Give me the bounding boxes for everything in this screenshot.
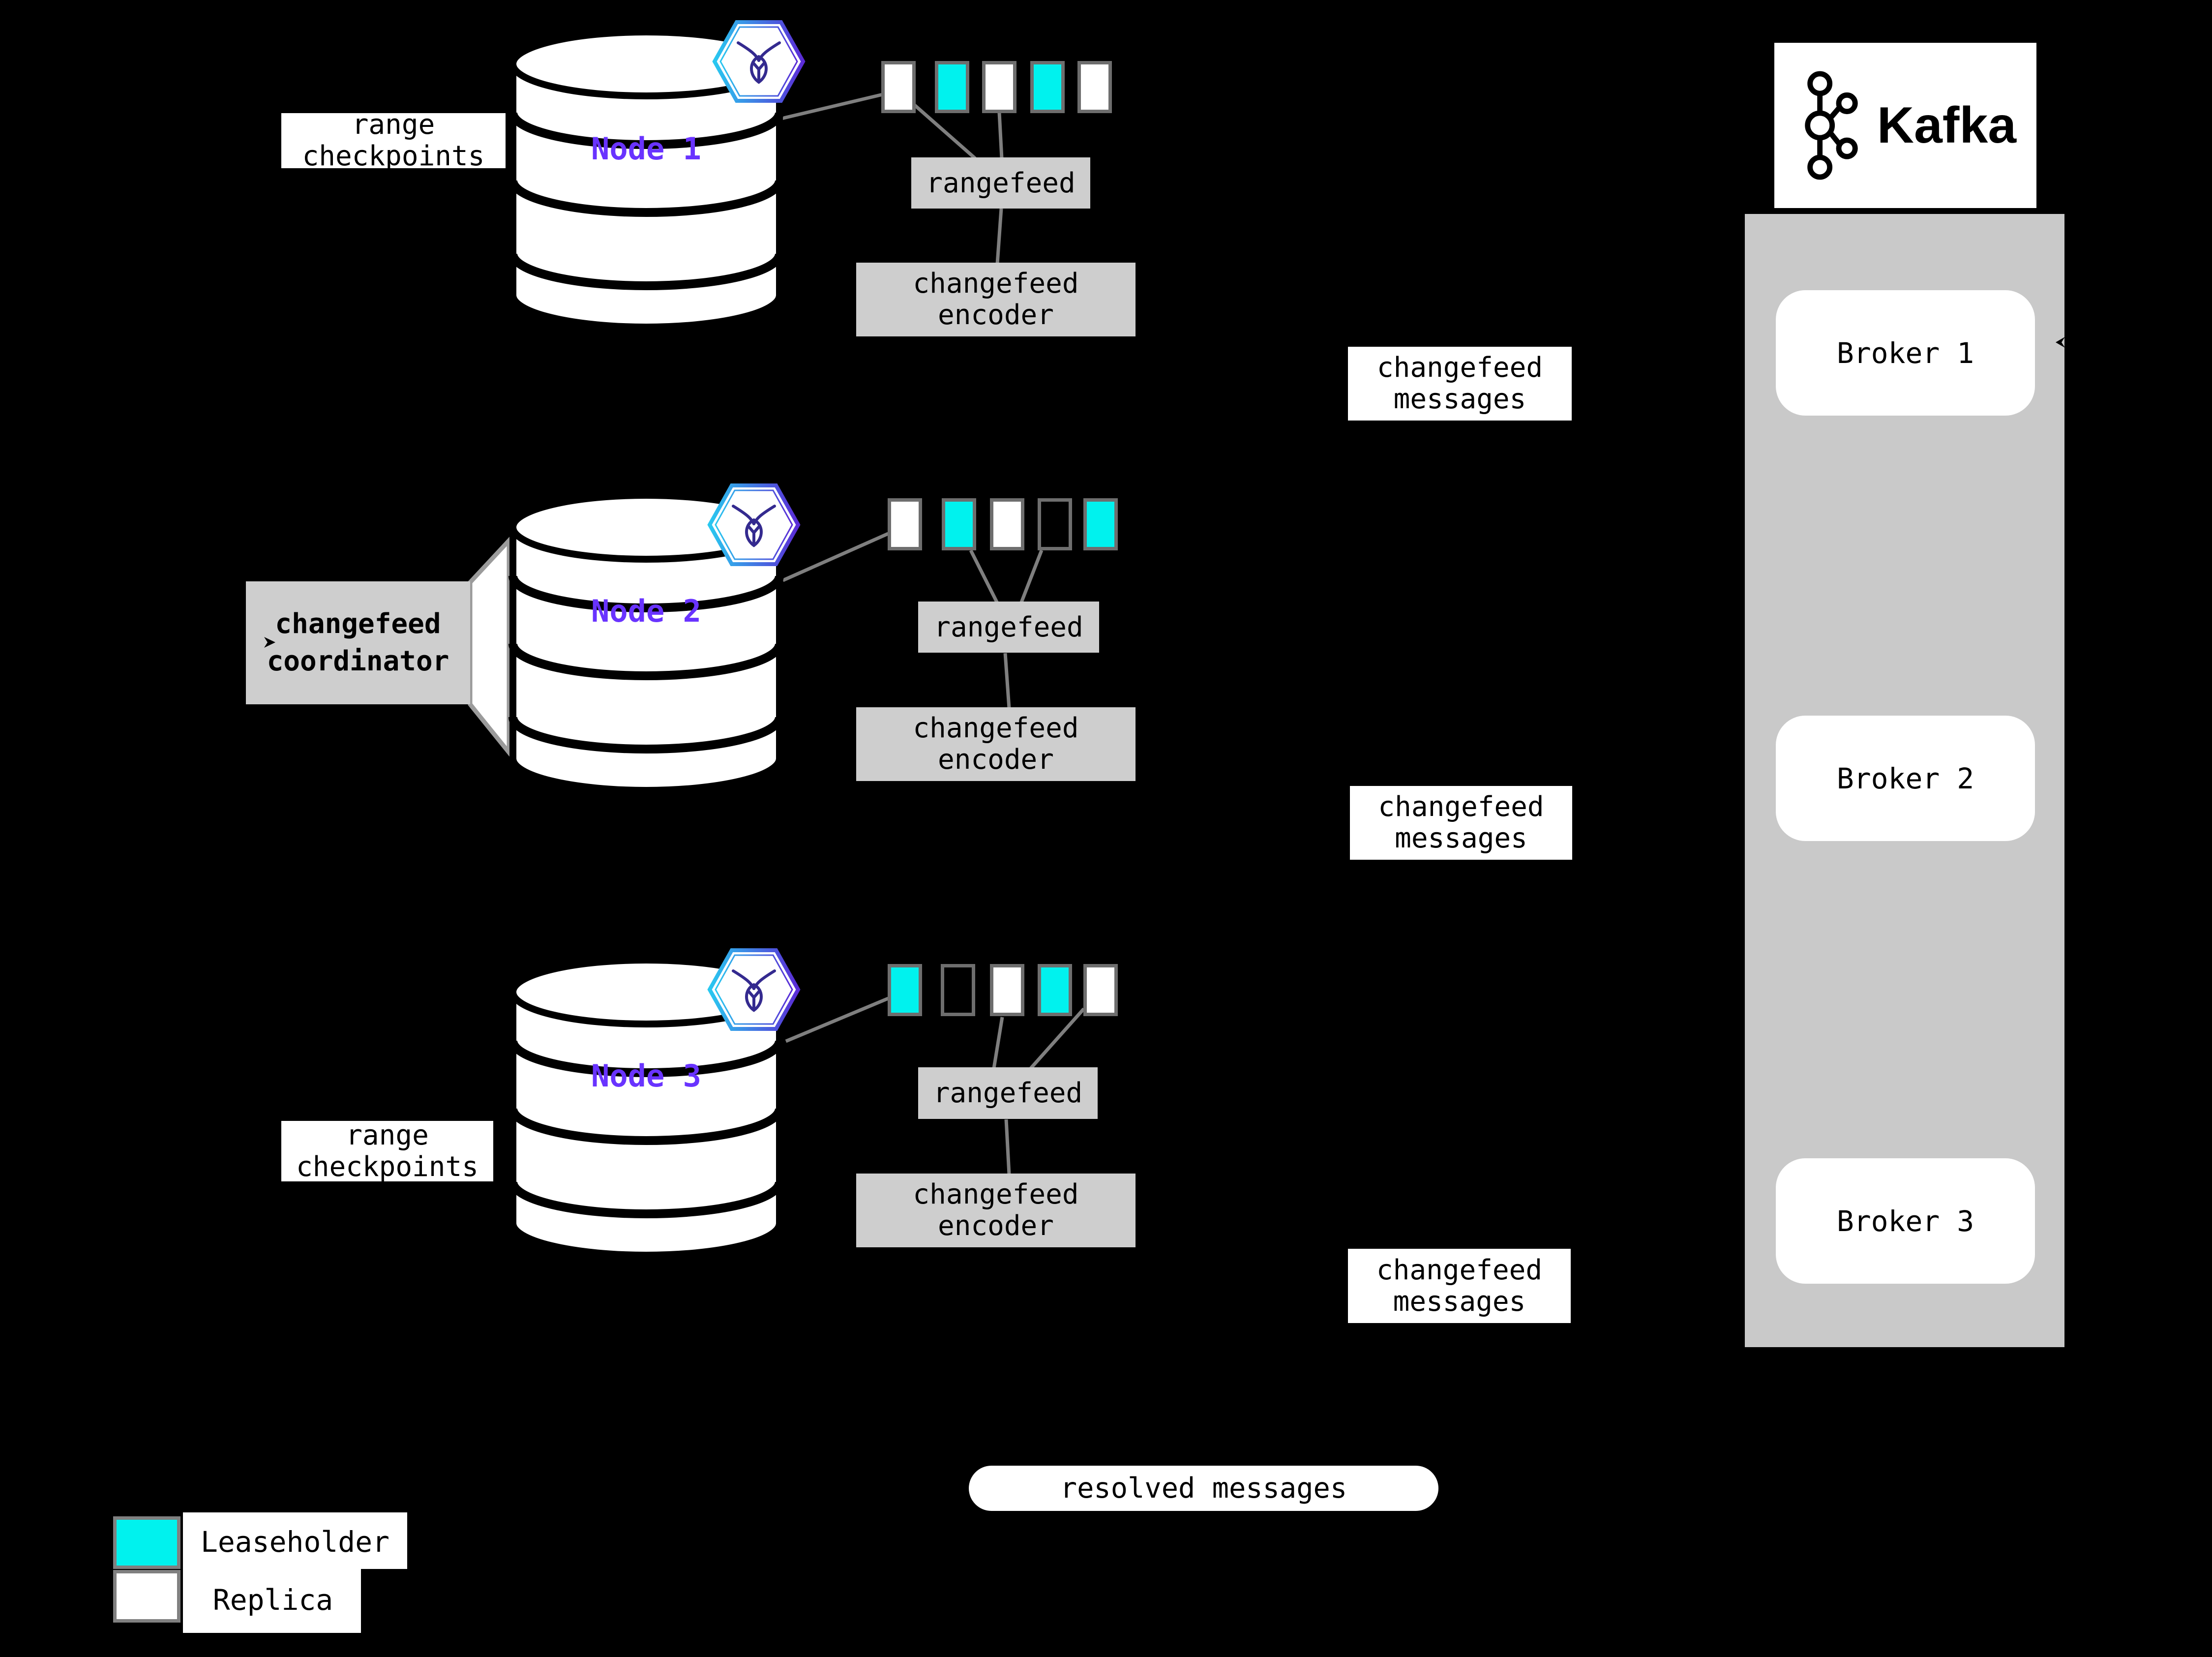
connector-line <box>779 92 883 121</box>
changefeed-messages-label-1: changefeed messages <box>1348 347 1572 421</box>
legend-replica-swatch <box>113 1570 180 1623</box>
cockroachdb-logo-icon <box>710 17 808 106</box>
range-square <box>990 964 1024 1016</box>
label-line: encoder <box>937 744 1054 776</box>
changefeed-coordinator-box: changefeed coordinator <box>246 581 470 704</box>
node-1-label: Node 1 <box>591 131 701 167</box>
range-square <box>982 61 1016 113</box>
connector-line <box>1029 1007 1085 1070</box>
connector-line <box>992 1017 1004 1069</box>
label-line: changefeed <box>275 608 441 640</box>
range-square <box>1038 964 1072 1016</box>
label-line: changefeed <box>913 268 1079 300</box>
label-line: encoder <box>937 299 1054 331</box>
coordinator-flag-shape <box>468 535 511 759</box>
range-square <box>1030 61 1065 113</box>
rangefeed-box-node1: rangefeed <box>911 157 1090 209</box>
label-line: messages <box>1393 1285 1526 1318</box>
range-square <box>942 498 976 550</box>
label-line: changefeed <box>913 712 1079 744</box>
kafka-brand-label: Kafka <box>1877 96 2017 154</box>
label-line: checkpoints <box>302 140 485 169</box>
legend-label-bg <box>183 1569 361 1633</box>
label-line: messages <box>1393 383 1526 415</box>
range-checkpoints-label-node1: range checkpoints <box>281 113 506 168</box>
legend-leaseholder-swatch <box>113 1516 180 1569</box>
label-line: coordinator <box>267 645 449 677</box>
range-square <box>935 61 969 113</box>
connector-line <box>782 532 889 582</box>
rangefeed-box-node3: rangefeed <box>918 1067 1098 1119</box>
connector-line <box>913 103 977 160</box>
label-line: changefeed <box>913 1178 1079 1210</box>
legend-leaseholder-label: Leaseholder <box>200 1525 390 1559</box>
connector-line <box>1019 549 1044 604</box>
range-square <box>1083 964 1118 1016</box>
broker-label: Broker 3 <box>1836 1204 1974 1238</box>
legend-label-bg <box>183 1512 407 1569</box>
broker-2-box: Broker 2 <box>1776 716 2035 841</box>
changefeed-encoder-box-node2: changefeed encoder <box>856 707 1136 781</box>
range-square <box>990 498 1024 550</box>
range-square <box>1077 61 1112 113</box>
legend-replica-label: Replica <box>212 1583 333 1617</box>
node-2-label: Node 2 <box>591 593 701 629</box>
changefeed-messages-label-2: changefeed messages <box>1350 786 1572 860</box>
cockroachdb-logo-icon <box>705 945 803 1034</box>
kafka-logo-icon <box>1805 71 1858 180</box>
range-square <box>1038 498 1072 550</box>
changefeed-messages-label-3: changefeed messages <box>1348 1249 1571 1323</box>
range-checkpoints-label-node3: range checkpoints <box>281 1121 493 1181</box>
broker-label: Broker 2 <box>1836 761 1974 795</box>
broker-3-box: Broker 3 <box>1776 1158 2035 1284</box>
changefeed-encoder-box-node1: changefeed encoder <box>856 263 1136 336</box>
range-square <box>888 964 922 1016</box>
connector-line <box>1004 1119 1011 1175</box>
kafka-logo-box: Kafka <box>1774 43 2036 208</box>
connector-line <box>997 112 1004 159</box>
label-line: range <box>346 1121 429 1151</box>
connector-line <box>969 549 999 604</box>
broker-label: Broker 1 <box>1836 336 1974 370</box>
range-square <box>881 61 916 113</box>
range-square <box>888 498 922 550</box>
cockroachdb-logo-icon <box>705 481 803 569</box>
node-3-label: Node 3 <box>591 1058 701 1094</box>
changefeed-encoder-box-node3: changefeed encoder <box>856 1174 1136 1247</box>
connector-line <box>1003 653 1011 709</box>
resolved-messages-pill: resolved messages <box>969 1466 1438 1511</box>
label-line: changefeed <box>1376 352 1543 384</box>
label-line: changefeed <box>1376 1254 1543 1286</box>
connector-line <box>995 208 1003 264</box>
label-line: checkpoints <box>296 1150 478 1181</box>
range-square <box>941 964 975 1016</box>
rangefeed-box-node2: rangefeed <box>918 602 1099 653</box>
label-line: messages <box>1395 822 1527 854</box>
label-line: encoder <box>937 1210 1054 1242</box>
broker-1-box: Broker 1 <box>1776 290 2035 416</box>
range-square <box>1083 498 1118 550</box>
label-line: range <box>352 113 435 141</box>
connector-line <box>785 996 889 1043</box>
label-line: changefeed <box>1378 791 1544 823</box>
